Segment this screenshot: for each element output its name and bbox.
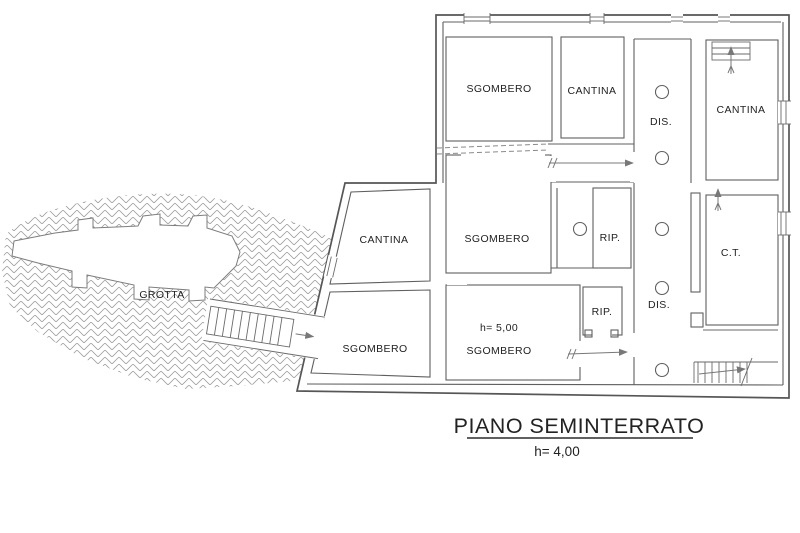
label-dis-top: DIS.	[650, 116, 672, 128]
room-cantina-left	[329, 188, 431, 285]
label-cantina-right: CANTINA	[717, 104, 766, 116]
grotta-access-stair	[201, 297, 325, 360]
label-height-note: h= 5,00	[480, 322, 518, 334]
window-top-2	[589, 13, 605, 24]
stair-bottom-right	[693, 357, 778, 387]
label-cantina-left: CANTINA	[360, 234, 409, 246]
label-sgombero-top: SGOMBERO	[466, 83, 531, 95]
passage-arrows	[547, 157, 722, 360]
room-sgombero-top	[445, 36, 553, 142]
room-labels: SGOMBERO CANTINA DIS. CANTINA GROTTA CAN…	[139, 83, 765, 357]
label-dis-lower: DIS.	[648, 299, 670, 311]
label-rip-lower: RIP.	[592, 306, 613, 318]
grotta-cave-outline	[11, 213, 241, 302]
window-right-1	[778, 100, 791, 125]
building-outer-wall	[295, 14, 790, 399]
label-grotta: GROTTA	[139, 289, 184, 301]
label-sgombero-bottom: SGOMBERO	[466, 345, 531, 357]
boiler-circle	[572, 221, 588, 237]
room-cantina-top	[560, 36, 625, 139]
label-cantina-top: CANTINA	[568, 85, 617, 97]
window-top-4	[718, 13, 730, 24]
label-sgombero-center: SGOMBERO	[464, 233, 529, 245]
room-rip-upper	[592, 187, 632, 269]
dashed-openings	[436, 143, 549, 155]
stair-top-right	[711, 41, 751, 74]
plan-title: PIANO SEMINTERRATO	[454, 414, 705, 438]
windows	[323, 13, 791, 280]
label-rip-upper: RIP.	[600, 232, 621, 244]
stair-direction-arrow	[295, 331, 315, 339]
window-left-wing	[323, 254, 342, 280]
door-openings	[447, 150, 727, 367]
corridor-columns	[572, 84, 670, 378]
window-top-1	[463, 13, 491, 24]
label-sgombero-left: SGOMBERO	[342, 343, 407, 355]
label-ct: C.T.	[721, 247, 741, 259]
window-top-3	[671, 13, 683, 24]
room-ct	[705, 194, 779, 326]
window-right-2	[778, 211, 791, 236]
title-block: PIANO SEMINTERRATO h= 4,00	[454, 414, 705, 459]
plan-title-height: h= 4,00	[534, 444, 579, 459]
room-sgombero-bottom	[445, 284, 581, 381]
